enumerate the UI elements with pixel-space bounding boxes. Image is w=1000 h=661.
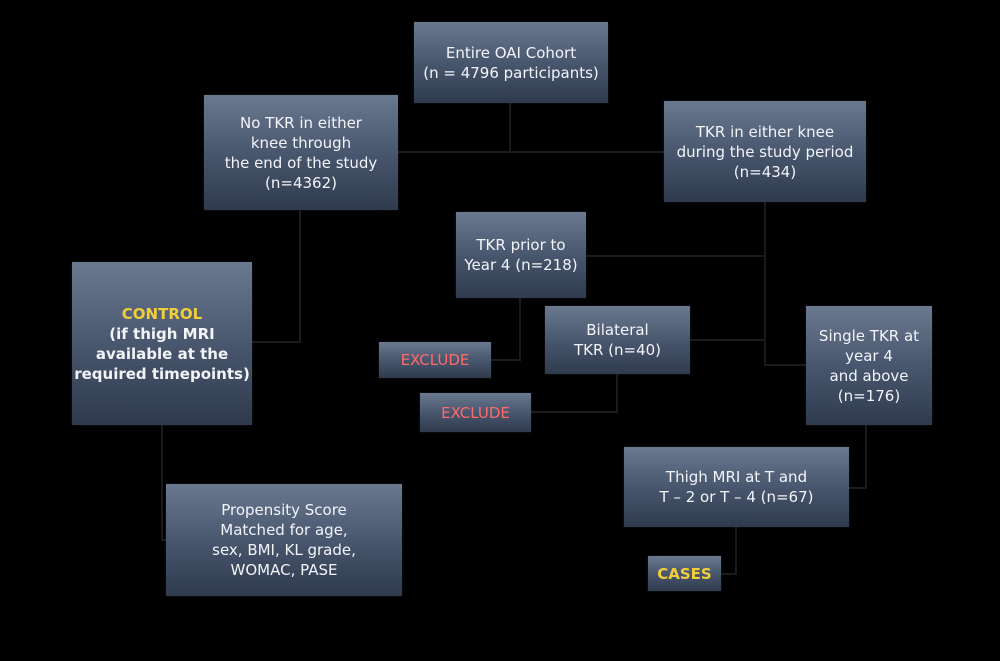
node-text: Thigh MRI at T and (665, 468, 808, 486)
node-text: (if thigh MRI (109, 324, 215, 343)
exclude-label: EXCLUDE (400, 351, 470, 369)
node-control: CONTROL (if thigh MRI available at the r… (72, 262, 252, 425)
node-text: required timepoints) (74, 364, 250, 383)
node-text: (n=176) (837, 386, 901, 405)
node-tkr-prior: TKR prior to Year 4 (n=218) (456, 212, 586, 298)
connector-root (398, 103, 664, 153)
node-no-tkr: No TKR in either knee through the end of… (204, 95, 398, 210)
node-text: knee through (250, 133, 352, 152)
node-text: Entire OAI Cohort (445, 43, 577, 62)
node-bilateral: Bilateral TKR (n=40) (545, 306, 690, 374)
node-exclude-2: EXCLUDE (420, 393, 531, 432)
connector-exclude-1 (491, 298, 521, 361)
node-entire-cohort: Entire OAI Cohort (n = 4796 participants… (414, 22, 608, 103)
connector-no-tkr-control (252, 210, 301, 343)
node-text: year 4 (845, 346, 893, 365)
node-single-tkr: Single TKR at year 4 and above (n=176) (806, 306, 932, 425)
exclude-label: EXCLUDE (441, 403, 510, 422)
node-text: TKR in either knee (695, 122, 835, 141)
node-text: Year 4 (n=218) (464, 256, 578, 274)
node-text: (n = 4796 participants) (423, 63, 599, 82)
connector-control-propensity (161, 425, 166, 541)
node-exclude-1: EXCLUDE (379, 342, 491, 378)
node-text: sex, BMI, KL grade, (212, 541, 356, 559)
node-thigh-mri: Thigh MRI at T and T – 2 or T – 4 (n=67) (624, 447, 849, 527)
node-text: the end of the study (224, 153, 378, 172)
node-text: No TKR in either (240, 113, 362, 132)
node-text: T – 2 or T – 4 (n=67) (659, 488, 814, 506)
node-text: WOMAC, PASE (230, 561, 338, 579)
node-text: during the study period (676, 142, 854, 161)
node-text: Matched for age, (220, 521, 348, 539)
node-text: Single TKR at (818, 326, 920, 345)
node-tkr-either: TKR in either knee during the study peri… (664, 101, 866, 202)
node-text: (n=434) (733, 162, 797, 181)
connector-exclude-2 (531, 374, 618, 413)
connector-mri-cases (721, 527, 737, 575)
cases-label: CASES (657, 564, 712, 583)
node-text: available at the (95, 344, 229, 363)
node-text: and above (829, 366, 909, 385)
connector-single-mri (849, 425, 867, 489)
connector-tkr-spine (764, 202, 806, 366)
node-text: (n=4362) (265, 173, 337, 192)
node-propensity: Propensity Score Matched for age, sex, B… (166, 484, 402, 596)
node-text: TKR (n=40) (573, 341, 662, 359)
node-text: Bilateral (586, 321, 649, 339)
control-label: CONTROL (121, 304, 203, 323)
node-text: TKR prior to (476, 236, 566, 254)
node-text: Propensity Score (221, 501, 347, 519)
node-cases: CASES (648, 556, 721, 591)
